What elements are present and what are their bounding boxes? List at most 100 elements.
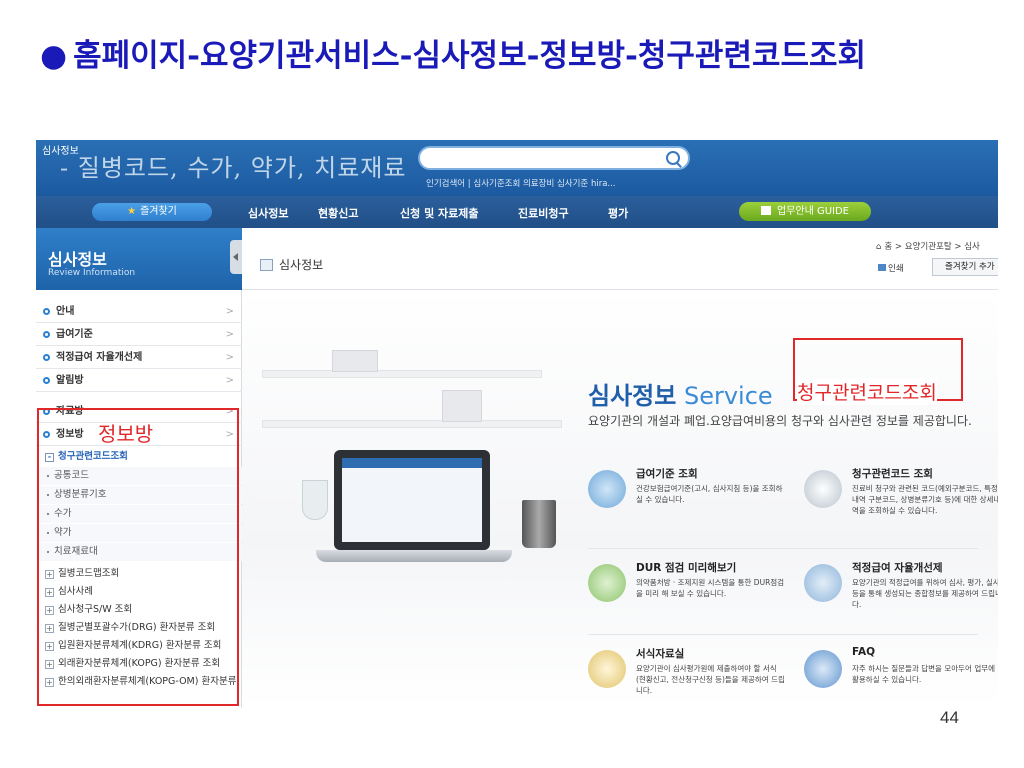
tree-item-kdrg[interactable]: +입원환자분류체계(KDRG) 환자분류 조회	[36, 637, 242, 655]
leaf-label: 상병분류기호	[54, 489, 107, 500]
annotation-claim-codes: 청구관련코드조회	[797, 378, 937, 405]
tree-item-kopg-om[interactable]: +한의외래환자분류체계(KOPG-OM) 환자분류	[36, 673, 242, 691]
magnifier-icon	[588, 470, 626, 508]
highlight-box-info-room	[37, 408, 239, 706]
service-description: 요양기관의 개설과 폐업.요양급여비용의 청구와 심사관련 정보를 제공합니다.	[588, 414, 972, 428]
illustration-laptop-base	[316, 550, 512, 562]
leaf-disease-code[interactable]: 상병분류기호	[36, 486, 242, 504]
faq-icon	[804, 650, 842, 688]
card-desc: 진료비 청구와 관련된 코드(예외구분코드, 특정내역 구분코드, 상병분류기호…	[852, 484, 998, 515]
leaf-fee[interactable]: 수가	[36, 505, 242, 523]
nav-item-claims[interactable]: 진료비청구	[518, 207, 569, 220]
chevron-left-icon	[233, 253, 238, 261]
site-logo[interactable]: 심사정보	[42, 146, 79, 157]
sidebar-collapse-button[interactable]	[230, 240, 242, 274]
leaf-drug-price[interactable]: 약가	[36, 524, 242, 542]
tree-label: 외래환자분류체계(KOPG) 환자분류 조회	[58, 658, 221, 669]
tree-label: 심사사례	[58, 586, 93, 597]
leaf-label: 치료재료대	[54, 546, 98, 557]
leaf-materials[interactable]: 치료재료대	[36, 543, 242, 561]
leaf-common-code[interactable]: 공통코드	[36, 467, 242, 485]
plus-icon: +	[45, 570, 54, 579]
bullet-icon	[43, 354, 50, 361]
guide-button[interactable]: 업무안내 GUIDE	[739, 202, 871, 221]
chart-icon	[804, 564, 842, 602]
overlay-caption: - 질병코드, 수가, 약가, 치료재료	[60, 154, 407, 182]
card-divider	[588, 548, 978, 549]
bullet-icon	[43, 331, 50, 338]
card-desc: 자주 하시는 질문들과 답변을 모아두어 업무에 활용하실 수 있습니다.	[852, 664, 996, 684]
chevron-right-icon: >	[225, 352, 234, 363]
sidebar-item-guide[interactable]: 안내 >	[36, 300, 242, 323]
sidebar-item-standards[interactable]: 급여기준>	[36, 323, 242, 346]
service-title-bold: 심사정보	[588, 382, 677, 410]
main-nav: ★즐겨찾기 심사정보 현황신고 신청 및 자료제출 진료비청구 평가 업무안내 …	[36, 196, 998, 228]
sidebar-sub-claim-codes[interactable]: -청구관련코드조회	[36, 448, 242, 466]
main-content: 심사정보 ⌂홈 > 요양기관포탈 > 심사 인쇄 즐겨찾기 추가 심사정보 Se…	[242, 228, 998, 708]
breadcrumb[interactable]: ⌂홈 > 요양기관포탈 > 심사	[876, 240, 980, 252]
illustration-shelf	[262, 370, 542, 378]
card-self-improvement[interactable]: 적정급여 자율개선제 요양기관의 적정급여를 위하여 심사, 평가, 실사 등을…	[804, 560, 998, 630]
home-icon: ⌂	[876, 242, 882, 252]
page-title: 심사정보	[260, 256, 323, 273]
sidebar-subtitle: Review Information	[48, 268, 136, 278]
plus-icon: +	[45, 588, 54, 597]
chevron-right-icon: >	[225, 306, 234, 317]
page-title-text: 심사정보	[279, 258, 324, 272]
add-favorite-button[interactable]: 즐겨찾기 추가	[932, 258, 998, 276]
title-bullet: ●	[40, 38, 68, 74]
plus-icon: +	[45, 606, 54, 615]
nav-item-status[interactable]: 현황신고	[318, 207, 359, 220]
guide-label: 업무안내 GUIDE	[776, 206, 849, 217]
card-benefit-standards[interactable]: 급여기준 조회 건강보험급여기준(고시, 심사지침 등)을 조회하실 수 있습니…	[588, 466, 783, 536]
menu-label: 안내	[56, 306, 75, 317]
tree-label: 질병코드맵조회	[58, 568, 120, 579]
menu-label: 급여기준	[56, 329, 93, 340]
menu-label: 자료방	[56, 406, 84, 417]
page-icon	[260, 259, 273, 271]
print-button[interactable]: 인쇄	[878, 262, 904, 274]
nav-item-apply[interactable]: 신청 및 자료제출	[400, 207, 479, 220]
search-icon[interactable]	[666, 151, 680, 165]
tree-item-sw[interactable]: +심사청구S/W 조회	[36, 601, 242, 619]
tree-item-kopg[interactable]: +외래환자분류체계(KOPG) 환자분류 조회	[36, 655, 242, 673]
tree-item-drg[interactable]: +질병군별포괄수가(DRG) 환자분류 조회	[36, 619, 242, 637]
laptop-display	[342, 458, 482, 542]
slide-title: ●홈페이지-요양기관서비스-심사정보-정보방-청구관련코드조회	[40, 36, 1000, 76]
illustration-mug	[522, 500, 556, 548]
service-title: 심사정보 Service	[588, 376, 773, 411]
leaf-label: 공통코드	[54, 470, 89, 481]
plus-icon: +	[45, 642, 54, 651]
service-title-light: Service	[676, 382, 773, 410]
title-text: 홈페이지-요양기관서비스-심사정보-정보방-청구관련코드조회	[73, 38, 867, 74]
tree-item-disease-map[interactable]: + 질병코드맵조회	[36, 565, 242, 583]
website-screenshot: 심사정보 인기검색어 | 심사기준조회 의료장비 심사기준 hira... - …	[36, 140, 998, 708]
tree-label: 한의외래환자분류체계(KOPG-OM) 환자분류	[58, 676, 237, 687]
favorites-button[interactable]: ★즐겨찾기	[92, 203, 212, 221]
card-dur[interactable]: DUR 점검 미리해보기 의약품처방 · 조제지원 시스템을 통한 DUR점검을…	[588, 560, 784, 630]
popular-keywords[interactable]: 인기검색어 | 심사기준조회 의료장비 심사기준 hira...	[426, 179, 616, 189]
illustration-shelf	[262, 420, 562, 428]
nav-item-review[interactable]: 심사정보	[248, 207, 289, 220]
dot-icon	[47, 551, 49, 553]
menu-label: 정보방	[56, 429, 84, 440]
dot-icon	[47, 475, 49, 477]
chevron-right-icon: >	[225, 429, 234, 440]
sidebar-item-info[interactable]: 정보방 >	[36, 423, 242, 446]
nav-item-evaluation[interactable]: 평가	[608, 207, 629, 220]
sidebar-header: 심사정보 Review Information	[36, 228, 242, 290]
card-title: FAQ	[852, 646, 876, 658]
card-faq[interactable]: FAQ 자주 하시는 질문들과 답변을 모아두어 업무에 활용하실 수 있습니다…	[804, 646, 995, 708]
card-forms[interactable]: 서식자료실 요양기관이 심사평가원에 제출하여야 할 서식(현황신고, 전산청구…	[588, 646, 785, 708]
search-input[interactable]	[418, 146, 690, 170]
sidebar: 심사정보 Review Information 안내> 급여기준> 적정급여 자…	[36, 228, 242, 708]
star-icon: ★	[127, 206, 137, 217]
card-claim-codes[interactable]: 청구관련코드 조회 진료비 청구와 관련된 코드(예외구분코드, 특정내역 구분…	[804, 466, 998, 536]
tree-item-cases[interactable]: + 심사사례	[36, 583, 242, 601]
annotation-info-room: 정보방	[98, 422, 154, 446]
laptop-display-bar	[342, 458, 482, 468]
sidebar-item-improvement[interactable]: 적정급여 자율개선제>	[36, 346, 242, 369]
card-desc: 요양기관의 적정급여를 위하여 심사, 평가, 실사 등을 통해 생성되는 종합…	[852, 578, 998, 609]
card-title: 서식자료실	[636, 648, 685, 660]
sidebar-item-notice[interactable]: 알림방>	[36, 369, 242, 392]
